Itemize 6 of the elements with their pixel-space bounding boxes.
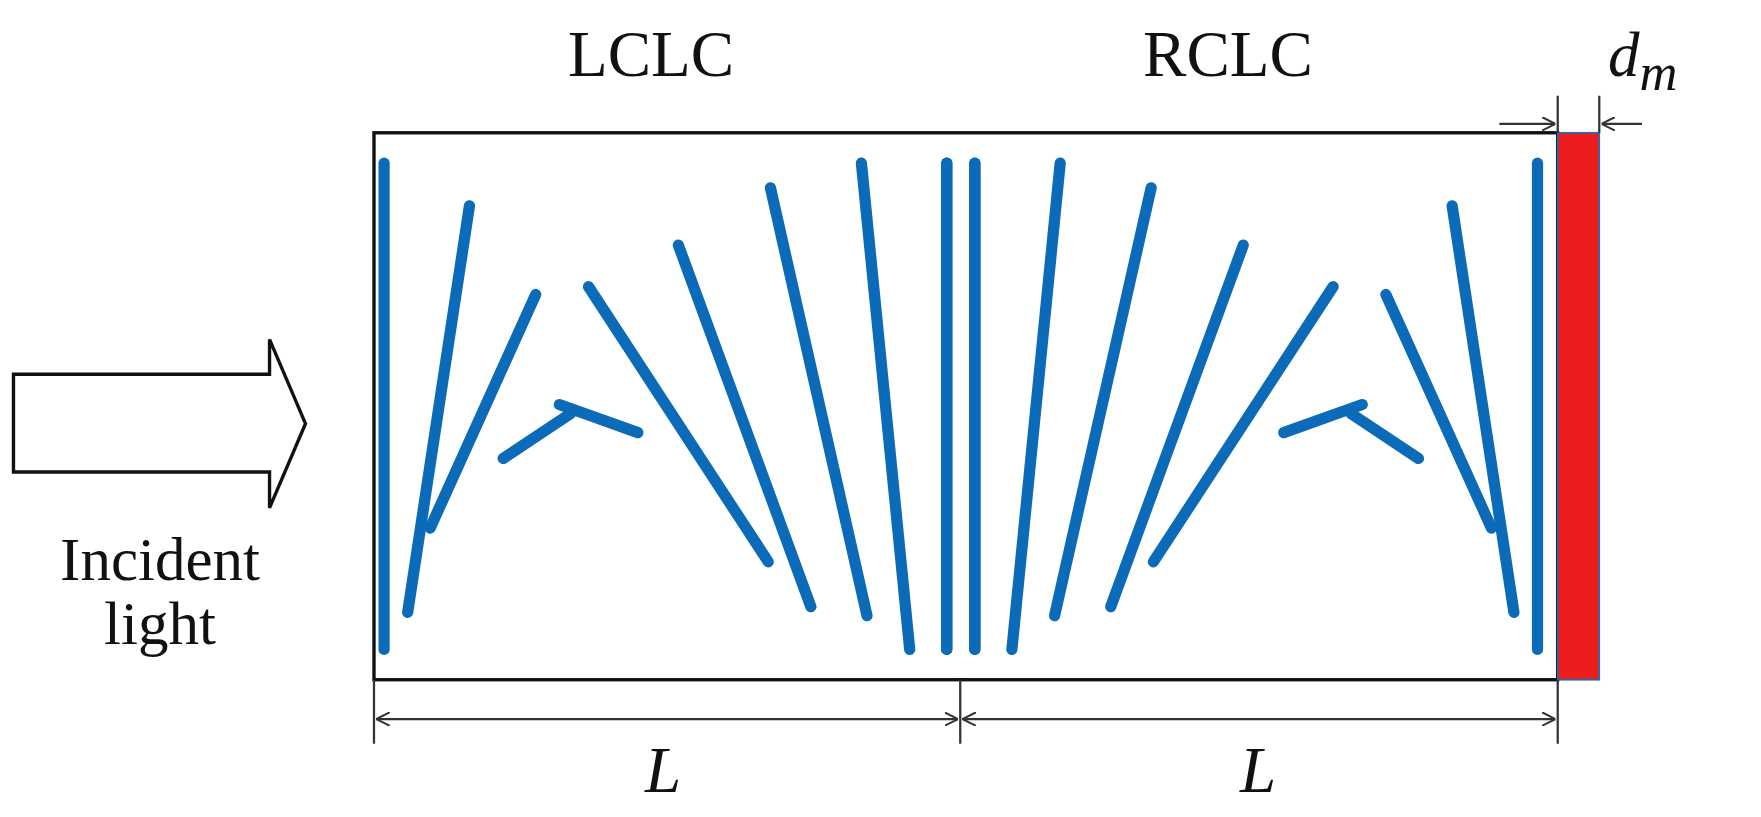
dimension-label: d$_{m}$	[1608, 22, 1678, 100]
dimension-label: L	[644, 736, 682, 805]
section-label: LCLC	[567, 20, 735, 89]
dimension-label: L	[1239, 736, 1277, 805]
section-label: RCLC	[1143, 20, 1313, 89]
caption-text: Incident light	[59, 528, 261, 657]
